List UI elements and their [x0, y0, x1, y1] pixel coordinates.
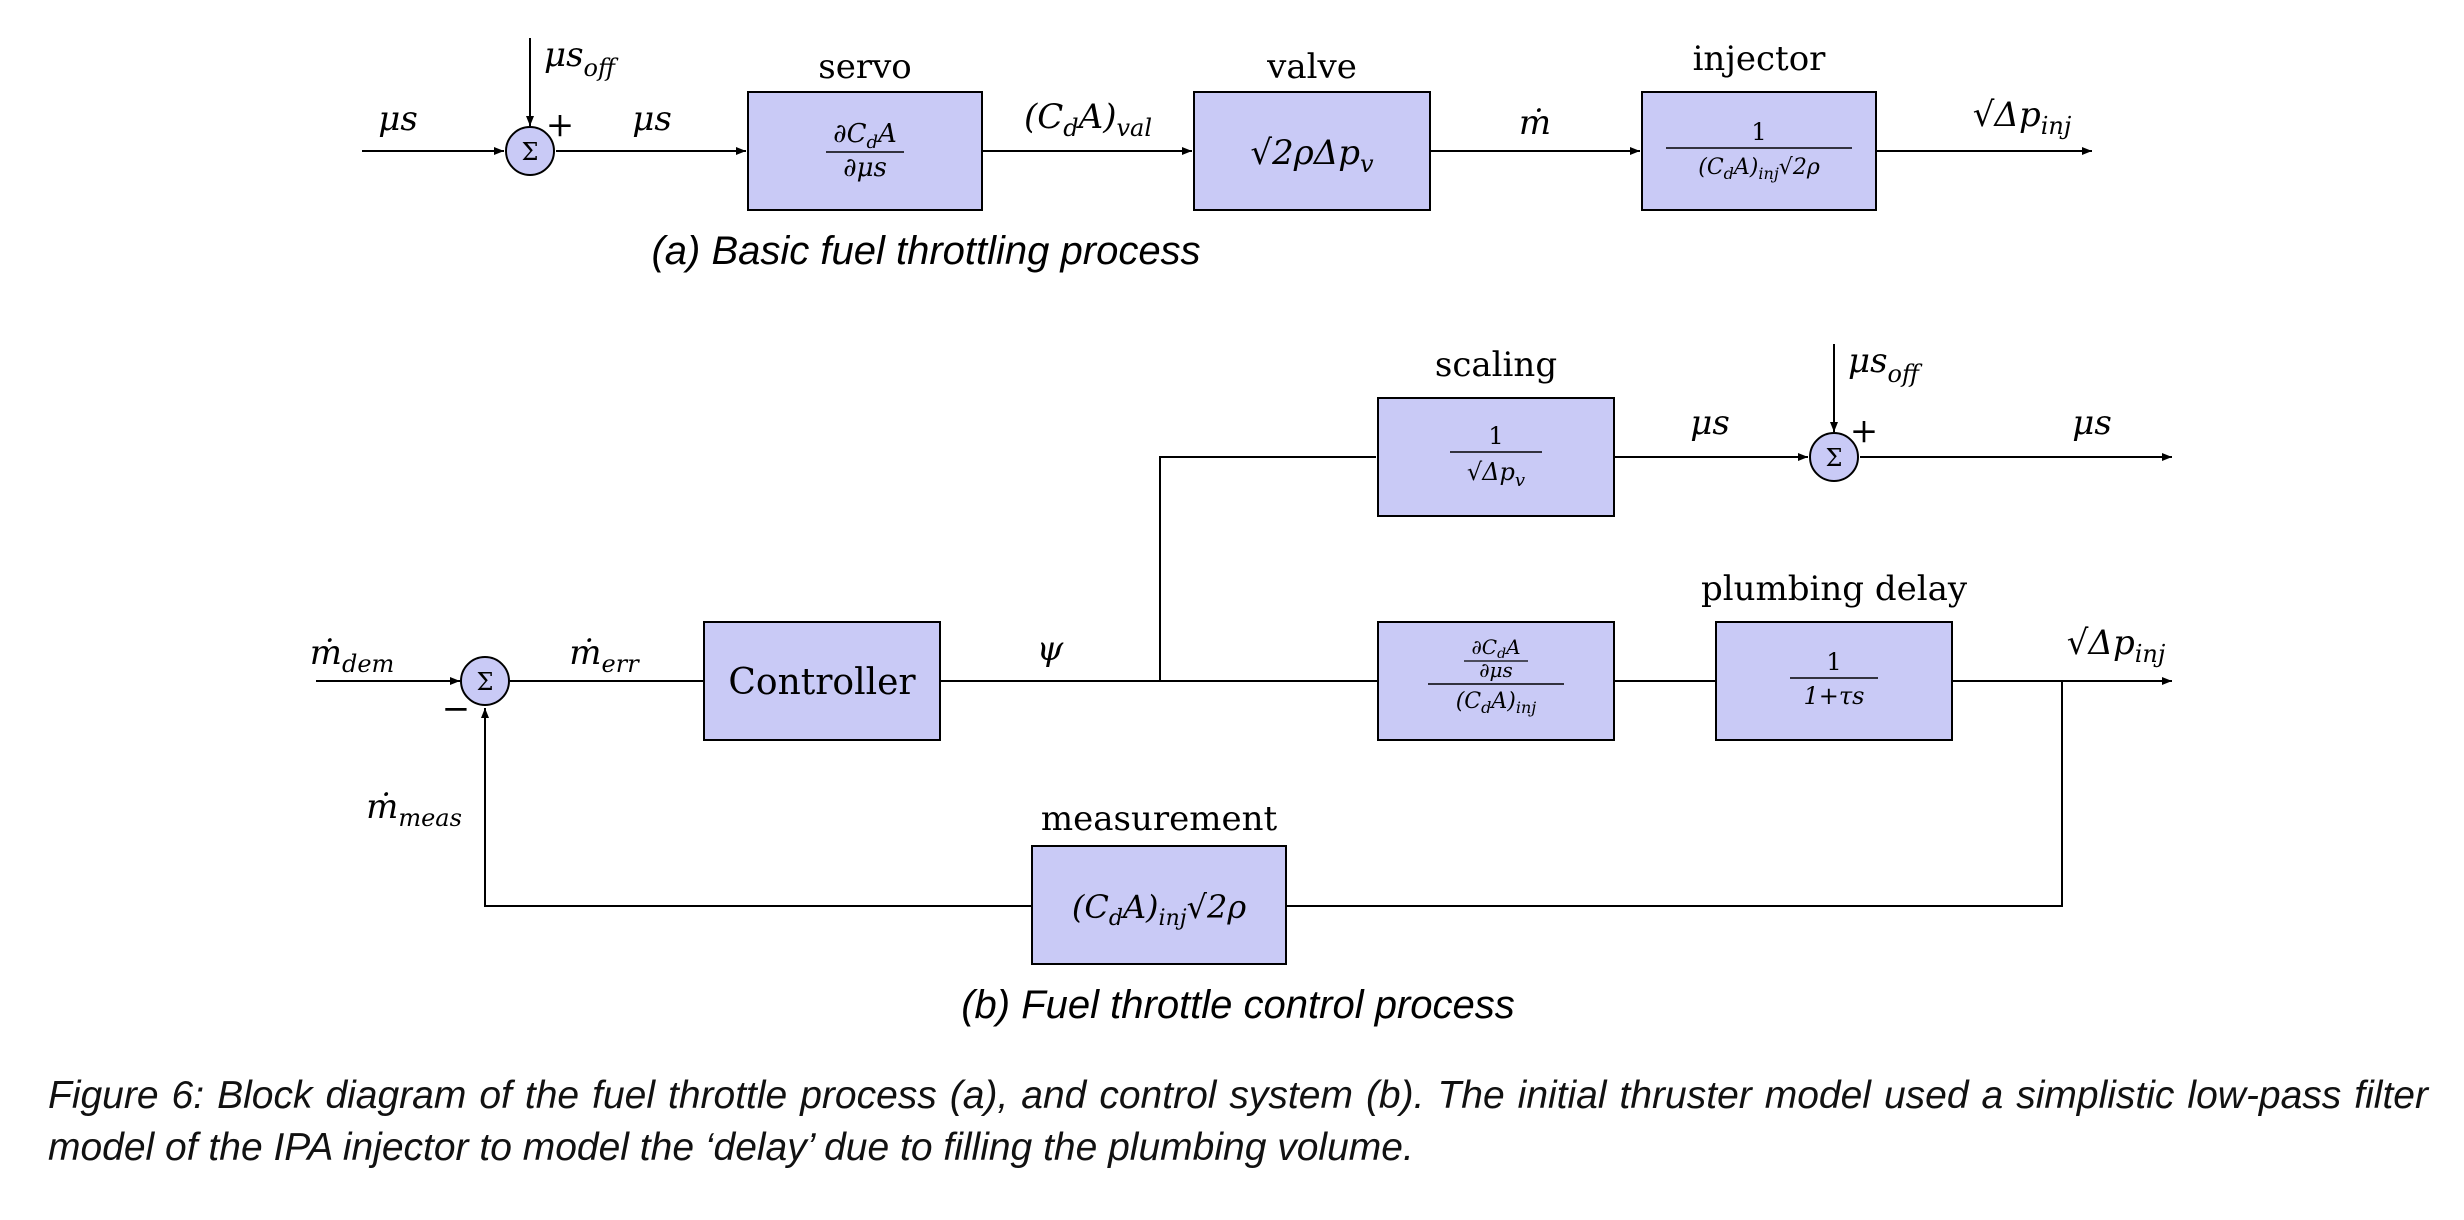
- diagram-b: [316, 344, 2172, 907]
- b-scaling-block: [1377, 397, 1615, 517]
- b-plumbing-denominator: 1+τs: [1804, 682, 1865, 710]
- b-caption: (b) Fuel throttle control process: [961, 983, 1515, 1027]
- b-gain-numerator-denominator: ∂μs: [1479, 658, 1513, 682]
- b-branch-to-scaling-line: [1159, 456, 1376, 681]
- a-servo-denominator: ∂μs: [843, 153, 887, 183]
- b-controller-output-label: ψ: [1037, 629, 1064, 669]
- b-output-label: √Δpinj: [2067, 623, 2166, 668]
- b-final-output-label: μs: [2072, 403, 2112, 443]
- a-valve-expression: √2ρΔpv: [1250, 133, 1374, 178]
- a-output-label: √Δpinj: [1973, 95, 2072, 140]
- a-injector-denominator: (CdA)inj√2ρ: [1698, 155, 1820, 183]
- b-plumbing-numerator: 1: [1826, 648, 1841, 676]
- b-feedback-right-line: [1286, 681, 2063, 907]
- a-valve-output-label: ṁ: [1519, 103, 1551, 143]
- b-sum2-junction: [1809, 432, 1859, 482]
- a-offset-label: μsoff: [544, 35, 619, 82]
- b-gain-denominator: (CdA)inj: [1456, 689, 1537, 717]
- b-sum2-plus-sign: +: [1850, 411, 1879, 451]
- diagram-a: [362, 38, 2092, 155]
- b-controller-block: [703, 621, 941, 741]
- b-measurement-block: [1031, 845, 1287, 965]
- b-scaling-denominator: √Δpv: [1467, 458, 1525, 491]
- a-servo-label: servo: [818, 47, 912, 87]
- figure-caption: Figure 6: Block diagram of the fuel thro…: [48, 1074, 2428, 1169]
- b-measurement-expression: (CdA)inj√2ρ: [1072, 888, 1246, 931]
- b-gain-numerator: ∂CdA: [1471, 635, 1520, 662]
- a-servo-numerator: ∂CdA: [833, 119, 897, 153]
- a-sum-output-label: μs: [632, 99, 672, 139]
- b-controller-label: Controller: [728, 662, 916, 703]
- b-scaling-numerator: 1: [1488, 422, 1503, 450]
- a-sum-symbol: Σ: [522, 138, 539, 166]
- b-offset-label: μsoff: [1848, 341, 1923, 388]
- b-scaling-output-label: μs: [1690, 403, 1730, 443]
- b-sum-junction: [460, 656, 510, 706]
- a-injector-label: injector: [1693, 39, 1827, 79]
- a-input-label: μs: [378, 99, 418, 139]
- b-measurement-label: measurement: [1041, 799, 1278, 839]
- a-servo-block: [747, 91, 983, 211]
- b-scaling-label: scaling: [1435, 345, 1557, 385]
- b-input-label: ṁdem: [310, 633, 395, 678]
- a-injector-block: [1641, 91, 1877, 211]
- a-valve-block: [1193, 91, 1431, 211]
- b-plumbing-label: plumbing delay: [1701, 569, 1968, 609]
- a-caption: (a) Basic fuel throttling process: [651, 229, 1200, 273]
- b-sum-symbol: Σ: [477, 668, 494, 696]
- a-sum-plus-sign: +: [546, 105, 575, 145]
- b-error-label: ṁerr: [569, 633, 640, 678]
- b-sum2-symbol: Σ: [1826, 444, 1843, 472]
- a-sum-junction: [505, 126, 555, 176]
- a-servo-output-label: (CdA)val: [1024, 97, 1152, 142]
- a-injector-numerator: 1: [1751, 118, 1766, 146]
- b-plumbing-block: [1715, 621, 1953, 741]
- b-gain-block: [1377, 621, 1615, 741]
- a-valve-label: valve: [1266, 47, 1357, 87]
- b-feedback-left-line: [481, 708, 1032, 907]
- b-sum-minus-sign: −: [442, 689, 471, 729]
- b-feedback-label: ṁmeas: [366, 787, 462, 832]
